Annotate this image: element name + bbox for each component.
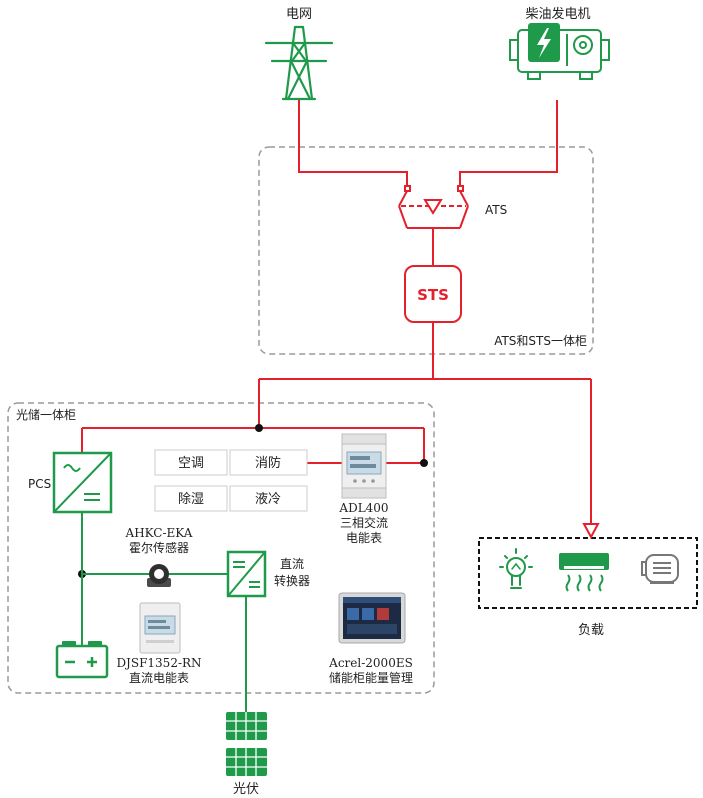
grid-label: 电网 bbox=[286, 7, 312, 22]
hall-sensor-desc: 霍尔传感器 bbox=[129, 540, 189, 555]
dc-converter-label-1: 直流 bbox=[280, 557, 304, 571]
aux-load-ac-label: 空调 bbox=[178, 456, 204, 471]
motor-icon bbox=[641, 554, 679, 584]
aux-load-dehumid-label: 除湿 bbox=[178, 492, 204, 507]
air-conditioner-icon bbox=[559, 553, 609, 592]
dc-meter-icon bbox=[139, 602, 181, 654]
dc-meter-model: DJSF1352-RN bbox=[116, 656, 201, 670]
light-bulb-icon bbox=[499, 548, 533, 589]
ac-meter-desc-2: 电能表 bbox=[346, 531, 382, 545]
storage-cabinet-title: 光储一体柜 bbox=[16, 407, 76, 422]
ats-switch bbox=[398, 185, 469, 234]
ems-desc: 储能柜能量管理 bbox=[329, 670, 413, 685]
ats-sts-cabinet-label: ATS和STS一体柜 bbox=[494, 334, 587, 348]
storage-cabinet-frame bbox=[7, 402, 435, 694]
hall-sensor-icon bbox=[147, 564, 171, 587]
junction-dot bbox=[255, 424, 263, 432]
load-label: 负载 bbox=[578, 623, 604, 638]
load-frame bbox=[478, 537, 698, 609]
hall-sensor-model: AHKC-EKA bbox=[125, 526, 193, 540]
ac-meter-desc-1: 三相交流 bbox=[340, 515, 388, 530]
load-arrow bbox=[582, 523, 600, 540]
monitor-icon bbox=[338, 592, 406, 644]
ac-meter-icon bbox=[341, 433, 387, 499]
aux-box-fire bbox=[229, 449, 308, 476]
pv-label: 光伏 bbox=[233, 782, 259, 797]
sts-block bbox=[404, 265, 462, 323]
pcs-icon bbox=[52, 451, 113, 514]
sts-label: STS bbox=[417, 286, 449, 304]
power-tower-icon bbox=[264, 25, 334, 101]
ems-model: Acrel-2000ES bbox=[328, 656, 413, 670]
ac-wiring bbox=[81, 100, 592, 524]
ats-label: ATS bbox=[485, 203, 507, 217]
ac-meter-model: ADL400 bbox=[338, 501, 388, 515]
dc-meter-desc: 直流电能表 bbox=[129, 671, 189, 685]
battery-icon bbox=[55, 641, 109, 679]
solar-panel-icon bbox=[226, 712, 267, 776]
aux-load-liquid-cool-label: 液冷 bbox=[255, 492, 281, 507]
aux-box-dehumid bbox=[154, 485, 228, 512]
dc-converter-icon bbox=[226, 550, 267, 598]
dc-converter-label-2: 转换器 bbox=[274, 573, 310, 588]
pcs-label: PCS bbox=[28, 477, 51, 491]
ats-sts-cabinet-frame bbox=[258, 146, 594, 355]
aux-load-boxes bbox=[154, 449, 308, 512]
diesel-generator-icon bbox=[509, 23, 610, 80]
aux-box-ac bbox=[154, 449, 228, 476]
generator-label: 柴油发电机 bbox=[525, 6, 590, 22]
aux-box-liquid-cool bbox=[229, 485, 308, 512]
aux-load-fire-label: 消防 bbox=[255, 455, 281, 471]
junction-dot bbox=[420, 459, 428, 467]
